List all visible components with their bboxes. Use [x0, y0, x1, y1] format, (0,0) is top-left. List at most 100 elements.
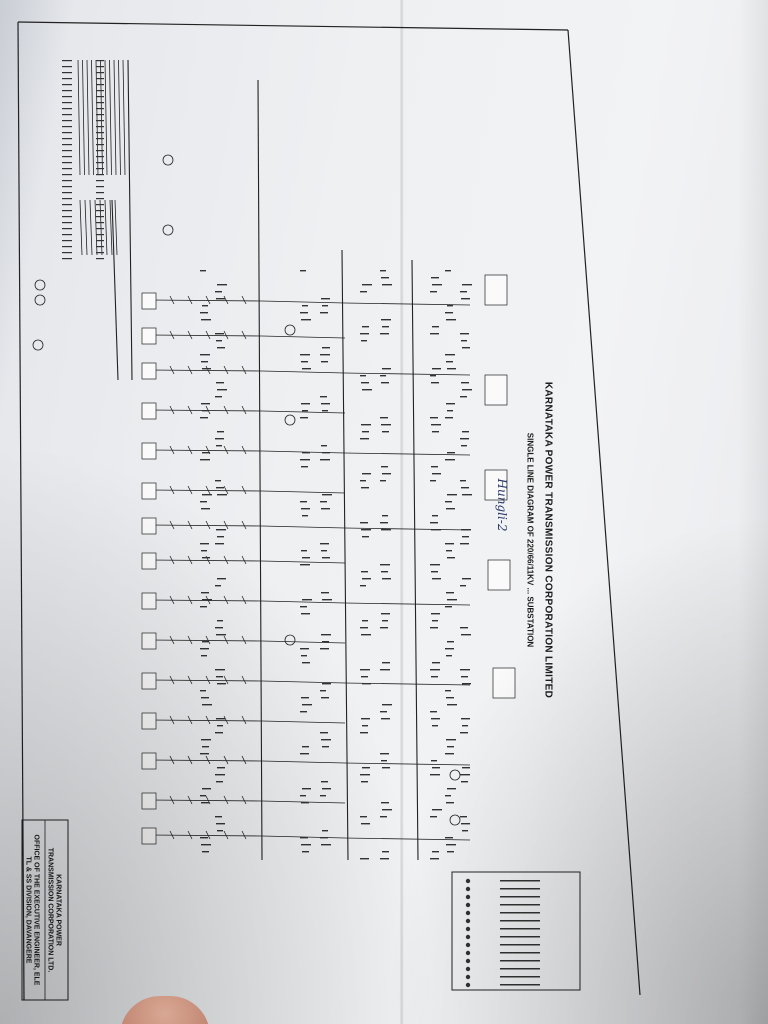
text-stroke	[381, 802, 389, 804]
text-stroke	[447, 746, 454, 748]
text-stroke	[96, 168, 104, 170]
text-stroke	[215, 396, 222, 398]
text-stroke	[202, 851, 209, 853]
switch-symbol	[169, 795, 175, 805]
text-stroke	[447, 368, 456, 370]
text-stroke	[217, 578, 226, 580]
text-stroke	[461, 445, 467, 447]
text-stroke	[445, 501, 452, 503]
text-stroke	[460, 543, 469, 545]
text-stroke	[382, 473, 391, 475]
text-stroke	[381, 613, 390, 615]
text-stroke	[96, 222, 104, 224]
text-stroke	[217, 620, 223, 622]
transformer-symbol	[284, 324, 296, 336]
text-stroke	[215, 732, 223, 734]
lv-feeder-line	[149, 799, 263, 802]
text-stroke	[446, 655, 452, 657]
text-stroke	[462, 536, 469, 538]
text-stroke	[446, 592, 454, 594]
text-stroke	[462, 725, 468, 727]
text-stroke	[462, 347, 470, 349]
text-stroke	[300, 795, 306, 797]
switch-symbol	[169, 520, 175, 530]
text-stroke	[215, 291, 222, 293]
text-stroke	[300, 501, 307, 503]
text-stroke	[361, 676, 368, 678]
text-stroke	[216, 298, 225, 300]
text-stroke	[446, 844, 456, 846]
text-stroke	[460, 732, 468, 734]
text-stroke	[430, 669, 440, 671]
text-stroke	[446, 697, 454, 699]
text-stroke	[96, 66, 104, 68]
text-stroke	[62, 246, 72, 248]
text-stroke	[320, 837, 328, 839]
switch-symbol	[223, 795, 229, 805]
text-stroke	[382, 704, 392, 706]
switch-symbol	[187, 635, 193, 645]
text-stroke	[380, 627, 388, 629]
text-stroke	[431, 466, 438, 468]
text-stroke	[362, 431, 369, 433]
text-stroke	[432, 620, 438, 622]
text-stroke	[447, 851, 454, 853]
switch-symbol	[169, 330, 175, 340]
text-stroke	[321, 550, 327, 552]
hv-bus-a	[341, 249, 349, 861]
lv-feeder-line	[149, 489, 263, 492]
text-stroke	[460, 816, 467, 818]
transformer-link	[261, 525, 346, 529]
switch-symbol	[223, 295, 229, 305]
transformer-link	[261, 720, 346, 724]
text-stroke	[382, 515, 388, 517]
text-stroke	[320, 501, 327, 503]
handwritten-note: Hungli-2	[495, 478, 509, 532]
text-stroke	[217, 284, 227, 286]
text-stroke	[300, 417, 308, 419]
switch-symbol	[187, 445, 193, 455]
text-stroke	[445, 354, 455, 356]
text-stroke	[382, 662, 390, 664]
legend-text	[500, 952, 540, 954]
legend-symbol	[465, 902, 471, 908]
text-stroke	[96, 252, 104, 254]
text-stroke	[302, 704, 312, 706]
text-stroke	[202, 641, 209, 643]
text-stroke	[430, 564, 440, 566]
switch-symbol	[223, 715, 229, 725]
text-stroke	[216, 529, 226, 531]
text-stroke	[381, 319, 391, 321]
feeder-box	[141, 552, 157, 570]
transformer-symbol	[284, 634, 296, 646]
text-stroke	[445, 312, 453, 314]
text-stroke	[215, 543, 224, 545]
hv-feeder-line	[344, 762, 471, 766]
text-stroke	[461, 718, 470, 720]
text-stroke	[380, 333, 389, 335]
switch-symbol	[187, 330, 193, 340]
legend-text	[500, 968, 540, 970]
lv-panel-feeder	[122, 59, 126, 176]
switch-symbol	[169, 445, 175, 455]
text-stroke	[430, 480, 436, 482]
legend-text	[500, 928, 540, 930]
text-stroke	[216, 634, 226, 636]
text-stroke	[62, 228, 72, 230]
feeder-boxes	[141, 274, 516, 845]
text-stroke	[62, 138, 72, 140]
text-stroke	[461, 676, 468, 678]
lv-panel-feeder	[91, 59, 94, 176]
lv-bus-bar	[257, 79, 263, 861]
text-stroke	[461, 634, 471, 636]
transformer-symbol	[34, 279, 46, 291]
text-stroke	[200, 690, 206, 692]
switch-symbol	[241, 795, 247, 805]
text-stroke	[446, 739, 456, 741]
text-stroke	[362, 725, 368, 727]
transformer-link	[261, 760, 346, 764]
text-stroke	[446, 550, 452, 552]
text-stroke	[432, 368, 441, 370]
legend-symbol	[465, 974, 471, 980]
text-stroke	[217, 431, 224, 433]
